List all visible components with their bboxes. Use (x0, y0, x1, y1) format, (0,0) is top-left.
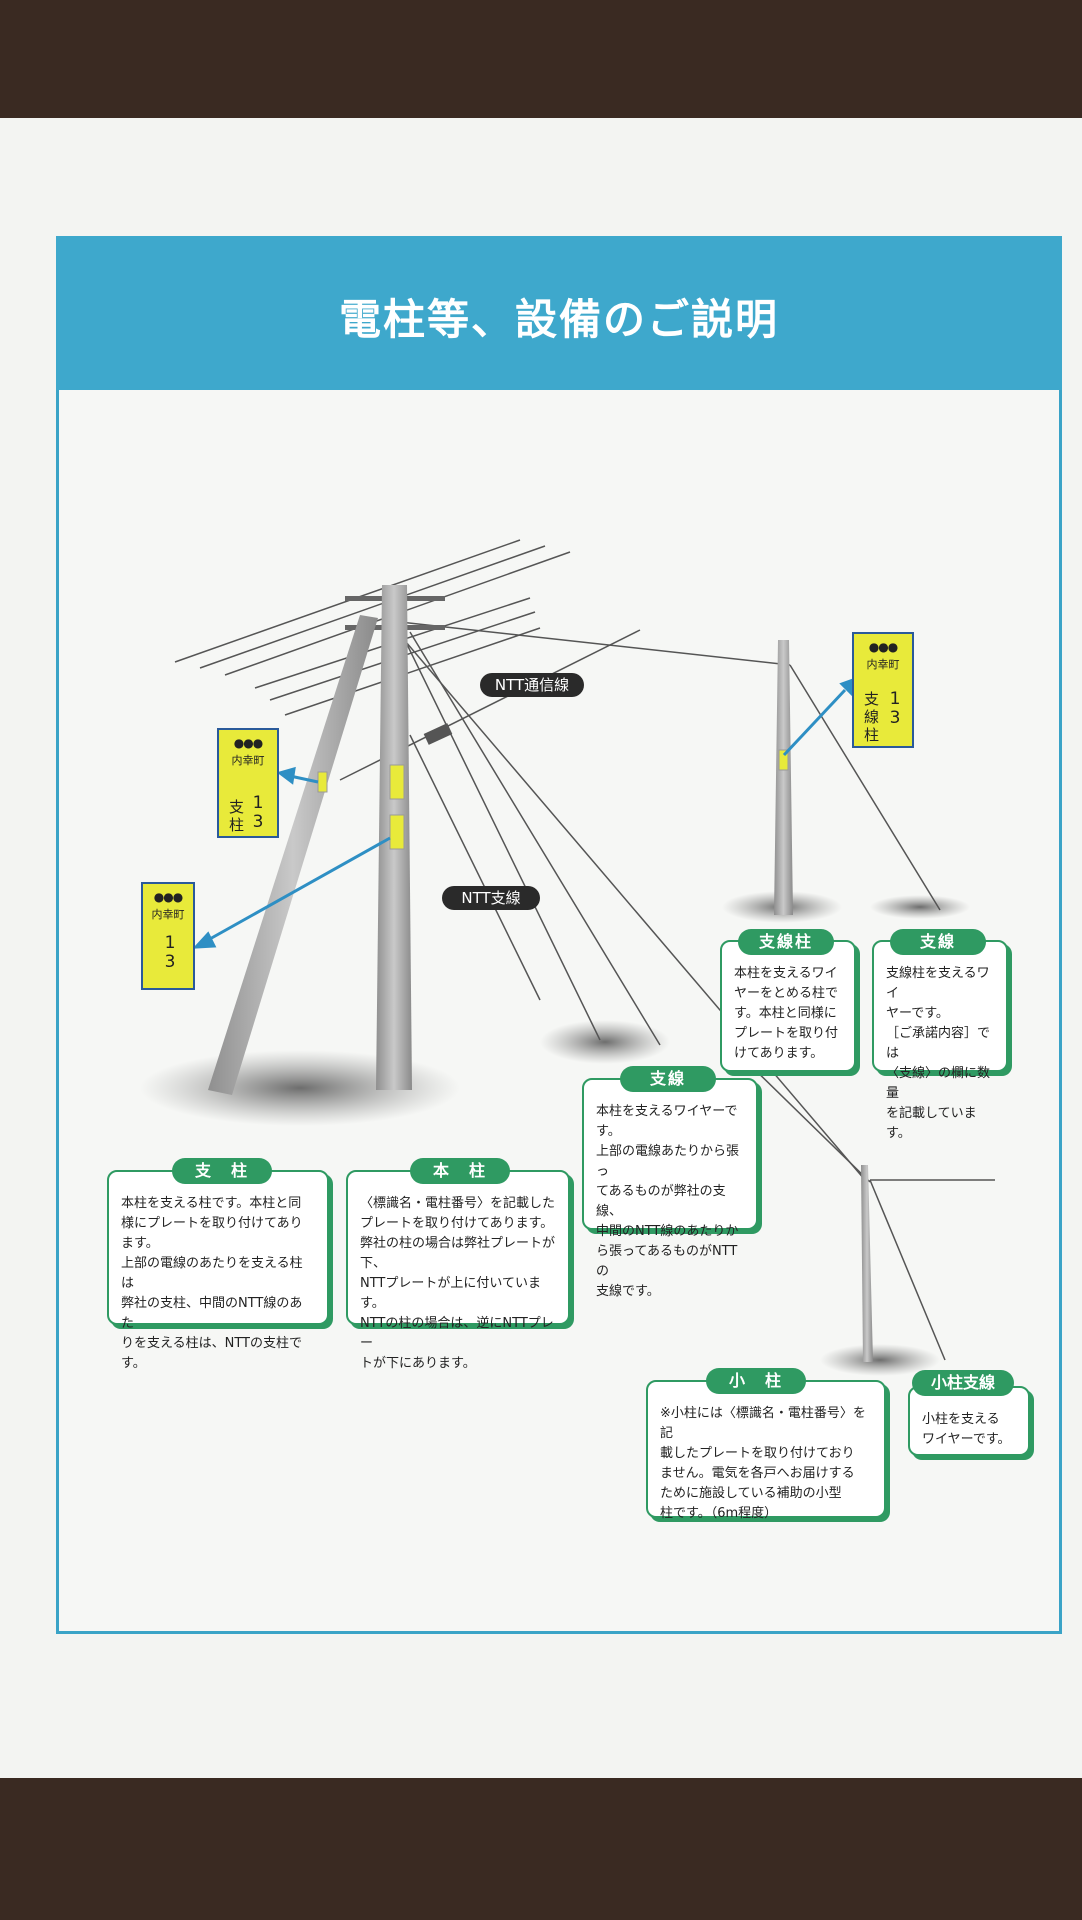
stay-pole-plate-marker (778, 749, 789, 771)
box-line: 支線柱を支えるワイ (886, 966, 990, 1001)
plate-number: 1 3 (889, 689, 901, 728)
box-line: 様にプレートを取り付けてあり (121, 1216, 303, 1231)
small-pole-stay-tag: 小柱支線 (912, 1370, 1014, 1396)
main-pole-plate-upper (389, 764, 405, 800)
box-line: 本柱を支えるワイヤーです。 (596, 1104, 738, 1139)
box-line: プレートを取り付 (734, 1026, 839, 1041)
support-pole-box: 本柱を支える柱です。本柱と同 様にプレートを取り付けてあり ます。 上部の電線の… (107, 1170, 329, 1371)
stay-anchor-shadow (540, 1020, 670, 1064)
box-line: 〈支線〉の欄に数量 (886, 1066, 991, 1101)
small-pole-stay-box: 小柱を支える ワイヤーです。 (908, 1386, 1030, 1456)
support-pole-plate-marker (317, 771, 328, 793)
plate-number: 1 3 (252, 793, 264, 832)
box-line: 支線です。 (596, 1284, 660, 1299)
support-pole-tag: 支 柱 (172, 1158, 272, 1184)
box-line: す。本柱と同様に (734, 1006, 837, 1021)
title-banner: 電柱等、設備のご説明 (56, 236, 1062, 390)
box-line: 柱です。（6m程度） (660, 1506, 778, 1521)
main-pole-shadow (140, 1050, 460, 1126)
box-line: 弊社の柱の場合は弊社プレートが下、 (360, 1236, 556, 1271)
center-stay-box: 本柱を支えるワイヤーです。 上部の電線あたりから張っ てあるものが弊社の支線、 … (582, 1078, 758, 1299)
stay-pole-plate: ●●● 内幸町 支線柱 1 3 (852, 632, 914, 748)
box-line: 小柱を支える (922, 1412, 1000, 1427)
plate-town: 内幸町 (866, 658, 900, 671)
right-stay-tag: 支線 (890, 929, 986, 955)
main-pole-tag: 本 柱 (410, 1158, 510, 1184)
right-stay-box: 支線柱を支えるワイ ヤーです。 ［ご承諾内容］では 〈支線〉の欄に数量 を記載し… (872, 940, 1008, 1141)
right-stay-shadow (870, 895, 970, 919)
small-pole-box: ※小柱には〈標識名・電柱番号〉を記 載したプレートを取り付けており ません。電気… (646, 1380, 886, 1521)
box-line: ※小柱には〈標識名・電柱番号〉を記 (660, 1406, 866, 1441)
plate-number: 1 3 (164, 933, 176, 972)
box-line: ために施設している補助の小型 (660, 1486, 842, 1501)
main-pole-box: 〈標識名・電柱番号〉を記載した プレートを取り付けてあります。 弊社の柱の場合は… (346, 1170, 570, 1371)
support-pole-plate: ●●● 内幸町 支柱 1 3 (217, 728, 279, 838)
stay-wires (399, 629, 995, 1361)
company-logo-icon: ●●● (153, 890, 183, 904)
box-line: ヤーをとめる柱で (734, 986, 839, 1001)
company-logo-icon: ●●● (233, 736, 263, 750)
main-pole-plate: ●●● 内幸町 1 3 (141, 882, 195, 990)
box-line: 本柱を支えるワイ (734, 966, 838, 981)
stay-pole-tag: 支線柱 (738, 929, 834, 955)
box-line: 〈標識名・電柱番号〉を記載した (360, 1196, 556, 1211)
box-line: 中間のNTT線のあたりか (596, 1224, 739, 1239)
small-pole-tag: 小 柱 (706, 1368, 806, 1394)
center-stay-tag: 支線 (620, 1066, 716, 1092)
main-pole-plate-lower (389, 814, 405, 850)
box-line: 上部の電線あたりから張っ (596, 1144, 740, 1179)
box-line: トが下にあります。 (360, 1356, 476, 1371)
box-line: ます。 (121, 1236, 159, 1251)
ntt-line-label: NTT通信線 (480, 673, 584, 697)
box-line: てあるものが弊社の支線、 (596, 1184, 726, 1219)
ntt-stay-label: NTT支線 (442, 886, 540, 910)
plate-kind: 支柱 (229, 798, 245, 834)
box-line: 本柱を支える柱です。本柱と同 (121, 1196, 302, 1211)
box-line: ヤーです。 (886, 1006, 949, 1021)
box-line: を記載しています。 (886, 1106, 977, 1141)
box-line: ません。電気を各戸へお届けする (660, 1466, 855, 1481)
box-line: ［ご承諾内容］では (886, 1026, 991, 1061)
box-line: けてあります。 (734, 1046, 824, 1061)
box-line: 上部の電線のあたりを支える柱は (121, 1256, 303, 1291)
plate-town: 内幸町 (151, 908, 185, 921)
box-line: ら張ってあるものがNTTの (596, 1244, 738, 1279)
box-line: 載したプレートを取り付けており (660, 1446, 855, 1461)
small-pole-shadow (820, 1344, 940, 1376)
page-title: 電柱等、設備のご説明 (338, 295, 779, 344)
box-line: NTTの柱の場合は、逆にNTTプレー (360, 1316, 554, 1351)
box-line: プレートを取り付けてあります。 (360, 1216, 554, 1231)
support-pole (208, 615, 378, 1095)
plate-town: 内幸町 (231, 754, 265, 767)
ntt-line-connector (423, 723, 453, 745)
stay-pole-box: 本柱を支えるワイ ヤーをとめる柱で す。本柱と同様に プレートを取り付 けてあり… (720, 940, 856, 1072)
box-line: りを支える柱は、NTTの支柱です。 (121, 1336, 302, 1371)
company-logo-icon: ●●● (868, 640, 898, 654)
plate-kind: 支線柱 (864, 690, 880, 744)
box-line: 弊社の支柱、中間のNTT線のあた (121, 1296, 303, 1331)
box-line: NTTプレートが上に付いています。 (360, 1276, 541, 1311)
stay-pole (774, 640, 793, 915)
box-line: ワイヤーです。 (922, 1432, 1011, 1447)
small-pole (861, 1165, 873, 1362)
